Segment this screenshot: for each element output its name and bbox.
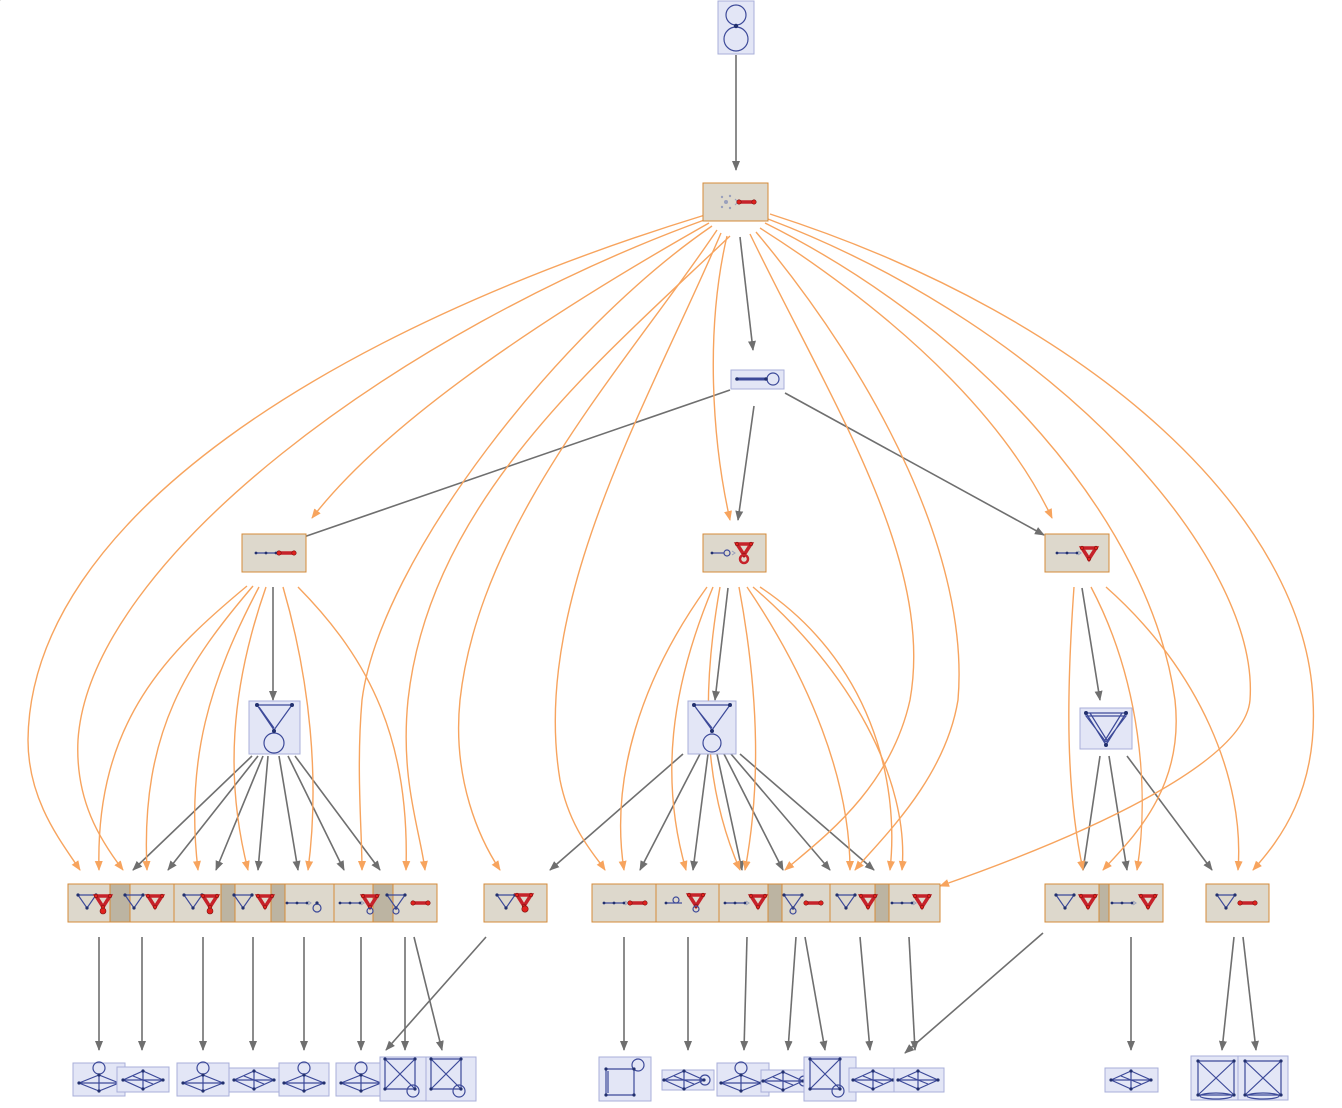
state-node[interactable] xyxy=(335,1061,387,1097)
state-node[interactable] xyxy=(661,1068,715,1092)
event-node[interactable] xyxy=(781,883,941,923)
line-with-loop-graph-icon xyxy=(735,372,780,386)
rule-event-icon xyxy=(181,892,221,915)
rule-event-icon xyxy=(720,194,758,210)
state-to-event-edges xyxy=(95,55,1259,1054)
state-node[interactable] xyxy=(1104,1067,1159,1093)
rule-event-icon xyxy=(781,892,825,915)
state-node[interactable] xyxy=(425,1056,477,1102)
final-state-row xyxy=(72,1055,1289,1102)
rule-event-icon xyxy=(285,900,322,913)
state-node-triangle-loop-middle[interactable] xyxy=(687,700,737,755)
rule-event-icon xyxy=(338,892,381,915)
event-node-right[interactable] xyxy=(1044,533,1110,573)
rule-event-icon xyxy=(664,891,707,913)
state-node[interactable] xyxy=(228,1067,280,1093)
rule-event-icon xyxy=(384,892,432,915)
state-node[interactable] xyxy=(1190,1055,1242,1101)
rule-event-icon xyxy=(494,891,535,913)
event-node-root[interactable] xyxy=(702,182,769,222)
initial-state-node[interactable] xyxy=(717,0,755,55)
event-node[interactable] xyxy=(1205,883,1270,923)
state-node-double-triangle[interactable] xyxy=(1079,707,1133,750)
triangle-with-loop-graph-icon xyxy=(692,703,732,753)
state-node[interactable] xyxy=(848,1067,898,1093)
state-node-line-loop[interactable] xyxy=(730,369,785,390)
state-node[interactable] xyxy=(278,1061,330,1097)
state-node[interactable] xyxy=(1237,1055,1289,1101)
state-node[interactable] xyxy=(893,1067,945,1093)
double-triangle-graph-icon xyxy=(1084,711,1128,747)
event-node[interactable] xyxy=(591,883,783,923)
event-node-middle[interactable] xyxy=(702,533,767,573)
event-node[interactable] xyxy=(333,883,438,923)
state-node[interactable] xyxy=(72,1061,126,1097)
state-node[interactable] xyxy=(379,1056,427,1102)
state-node[interactable] xyxy=(716,1061,770,1097)
state-node[interactable] xyxy=(116,1066,170,1093)
double-loop-graph-icon xyxy=(723,4,749,52)
event-node[interactable] xyxy=(1044,883,1164,923)
event-node-left[interactable] xyxy=(241,533,307,573)
event-node[interactable] xyxy=(173,883,335,923)
event-to-state-edges xyxy=(27,213,1315,887)
event-node[interactable] xyxy=(483,883,548,923)
rule-event-icon xyxy=(75,892,114,915)
state-node[interactable] xyxy=(598,1056,652,1102)
state-node[interactable] xyxy=(760,1069,810,1093)
state-node-triangle-loop-left[interactable] xyxy=(248,700,301,755)
event-node[interactable] xyxy=(67,883,175,923)
event-row xyxy=(67,883,1270,923)
triangle-with-loop-graph-icon xyxy=(255,703,294,754)
state-node[interactable] xyxy=(176,1061,230,1097)
rule-event-icon xyxy=(710,540,755,565)
state-node[interactable] xyxy=(803,1056,857,1102)
